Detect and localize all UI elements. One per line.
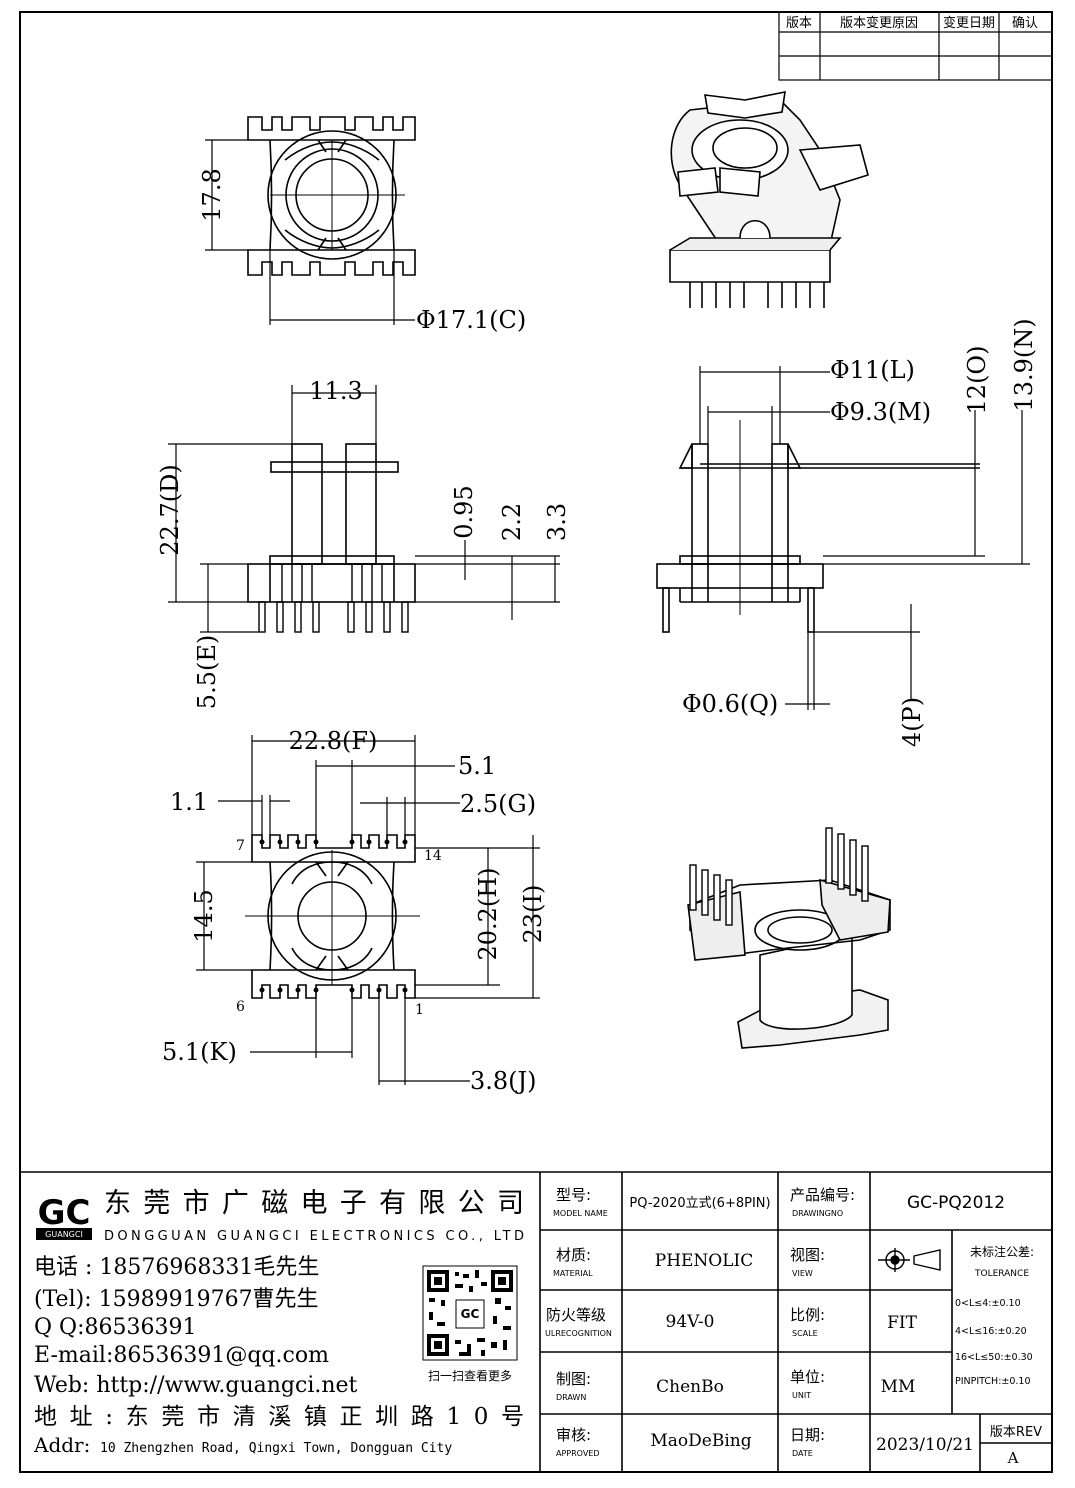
dim-front-pin-length-e: 5.5(E) — [193, 635, 221, 709]
dim-bottom-width-f: 22.8(F) — [289, 727, 378, 755]
company-qq: Q Q:86536391 — [34, 1315, 196, 1340]
dim-side-diameter-l: Φ11(L) — [830, 356, 915, 384]
approved-label: 审核: — [556, 1426, 591, 1444]
front-view — [247, 443, 416, 633]
dim-side-height-n: 13.9(N) — [1010, 318, 1038, 411]
rev-label: 版本REV — [990, 1425, 1042, 1440]
drawn-value: ChenBo — [656, 1377, 724, 1397]
dim-front-width: 11.3 — [309, 377, 362, 405]
model-label-en: MODEL NAME — [553, 1209, 608, 1218]
rev-header-reason: 版本变更原因 — [840, 15, 918, 31]
sheet-border — [19, 11, 1053, 1473]
view-label: 视图: — [790, 1246, 825, 1264]
dim-bottom-height-14-5: 14.5 — [190, 889, 218, 942]
logo-mark: GC — [38, 1193, 91, 1233]
rev-header-date: 变更日期 — [943, 15, 995, 31]
approved-value: MaoDeBing — [650, 1431, 751, 1451]
company-phone: 电话 : 18576968331毛先生 — [34, 1255, 319, 1280]
front-view-dims — [168, 385, 560, 633]
isometric-view-top — [669, 90, 869, 308]
tolerance-label-en: TOLERANCE — [974, 1269, 1029, 1279]
pin-label-1: 1 — [415, 1002, 424, 1018]
company-email: E-mail:86536391@qq.com — [34, 1343, 329, 1368]
approved-label-en: APPROVED — [556, 1449, 600, 1458]
fire-label-en: ULRECOGNITION — [545, 1329, 612, 1338]
date-label: 日期: — [790, 1426, 825, 1444]
company-address-cn: 地址:东莞市清溪镇正圳路10号 — [34, 1404, 524, 1430]
model-value: PQ-2020立式(6+8PIN) — [629, 1196, 770, 1211]
dim-side-diameter-m: Φ9.3(M) — [830, 398, 931, 426]
dim-top-diameter-c: Φ17.1(C) — [416, 306, 526, 334]
material-value: PHENOLIC — [655, 1251, 754, 1271]
dim-side-pin-length-p: 4(P) — [898, 697, 926, 747]
dim-front-2-2: 2.2 — [498, 503, 526, 541]
unit-value: MM — [881, 1377, 916, 1397]
qr-caption: 扫一扫查看更多 — [428, 1369, 512, 1383]
dim-front-3-3: 3.3 — [543, 503, 571, 541]
scale-label-en: SCALE — [792, 1329, 818, 1338]
title-block-frame — [20, 1171, 1052, 1472]
rev-header-version: 版本 — [786, 16, 812, 31]
tolerance-line-3: 16<L≤50:±0.30 — [955, 1352, 1033, 1363]
scale-label: 比例: — [790, 1306, 825, 1324]
dim-top-height: 17.8 — [198, 168, 226, 221]
drawing-no-label-en: DRAWINGNO — [792, 1209, 843, 1218]
top-view-dims — [205, 139, 415, 325]
dim-bottom-slot-k: 5.1(K) — [162, 1038, 237, 1066]
drawn-label-en: DRAWN — [556, 1393, 586, 1402]
bottom-view-dims — [196, 735, 540, 1085]
tolerance-line-4: PINPITCH:±0.10 — [955, 1376, 1031, 1387]
drawing-no-value: GC-PQ2012 — [907, 1193, 1005, 1213]
side-view — [656, 420, 980, 633]
rev-header-confirm: 确认 — [1012, 16, 1038, 31]
side-view-dims — [699, 366, 1030, 710]
rev-value: A — [1007, 1449, 1019, 1467]
unit-label-en: UNIT — [792, 1391, 811, 1400]
fire-label: 防火等级 — [546, 1306, 606, 1324]
company-address-en-label: Addr: — [33, 1433, 90, 1457]
company-web: Web: http://www.guangci.net — [34, 1373, 358, 1398]
unit-label: 单位: — [790, 1368, 825, 1386]
drawn-label: 制图: — [556, 1370, 591, 1388]
dim-side-height-o: 12(O) — [963, 346, 991, 415]
revision-table — [778, 11, 1053, 81]
tolerance-line-1: 0<L≤4:±0.10 — [955, 1298, 1021, 1309]
isometric-view-bottom — [687, 827, 891, 1049]
pin-label-7: 7 — [236, 838, 245, 854]
company-name-cn: 东莞市广磁电子有限公司 — [104, 1188, 524, 1219]
dim-bottom-height-i: 23(I) — [519, 885, 547, 944]
bottom-view — [245, 834, 420, 999]
company-name-en: DONGGUAN GUANGCI ELECTRONICS CO., LTD — [104, 1229, 524, 1244]
dim-bottom-slot-5-1: 5.1 — [458, 752, 496, 780]
top-view — [247, 116, 416, 276]
material-label: 材质: — [556, 1246, 591, 1264]
date-value: 2023/10/21 — [876, 1435, 974, 1455]
qr-code[interactable]: GC — [422, 1265, 518, 1361]
material-label-en: MATERIAL — [553, 1269, 593, 1278]
dim-bottom-pin-width: 1.1 — [170, 788, 208, 816]
company-tel: (Tel): 15989919767曹先生 — [34, 1287, 319, 1312]
company-logo: GC GUANGCI — [36, 1186, 92, 1240]
dim-front-height-d: 22.7(D) — [156, 464, 184, 555]
dim-bottom-spacing-j: 3.8(J) — [470, 1067, 537, 1095]
tolerance-line-2: 4<L≤16:±0.20 — [955, 1326, 1027, 1337]
pin-label-14: 14 — [424, 848, 442, 864]
date-label-en: DATE — [792, 1449, 813, 1458]
dim-front-flange-thickness: 0.95 — [450, 485, 478, 538]
drawing-no-label: 产品编号: — [790, 1186, 855, 1204]
logo-subtext: GUANGCI — [45, 1230, 83, 1239]
model-label: 型号: — [556, 1186, 591, 1204]
view-label-en: VIEW — [792, 1269, 813, 1278]
projection-symbol-icon — [878, 1248, 941, 1272]
dim-bottom-height-h: 20.2(H) — [474, 867, 502, 960]
fire-value: 94V-0 — [666, 1312, 715, 1332]
tolerance-label: 未标注公差: — [970, 1244, 1034, 1259]
company-address-en: 10 Zhengzhen Road, Qingxi Town, Dongguan… — [100, 1441, 452, 1456]
dim-side-pin-diameter-q: Φ0.6(Q) — [682, 690, 778, 718]
pin-label-6: 6 — [236, 999, 245, 1015]
scale-value: FIT — [887, 1313, 918, 1333]
dim-bottom-pitch-g: 2.5(G) — [460, 790, 536, 818]
qr-center-logo: GC — [461, 1307, 480, 1321]
